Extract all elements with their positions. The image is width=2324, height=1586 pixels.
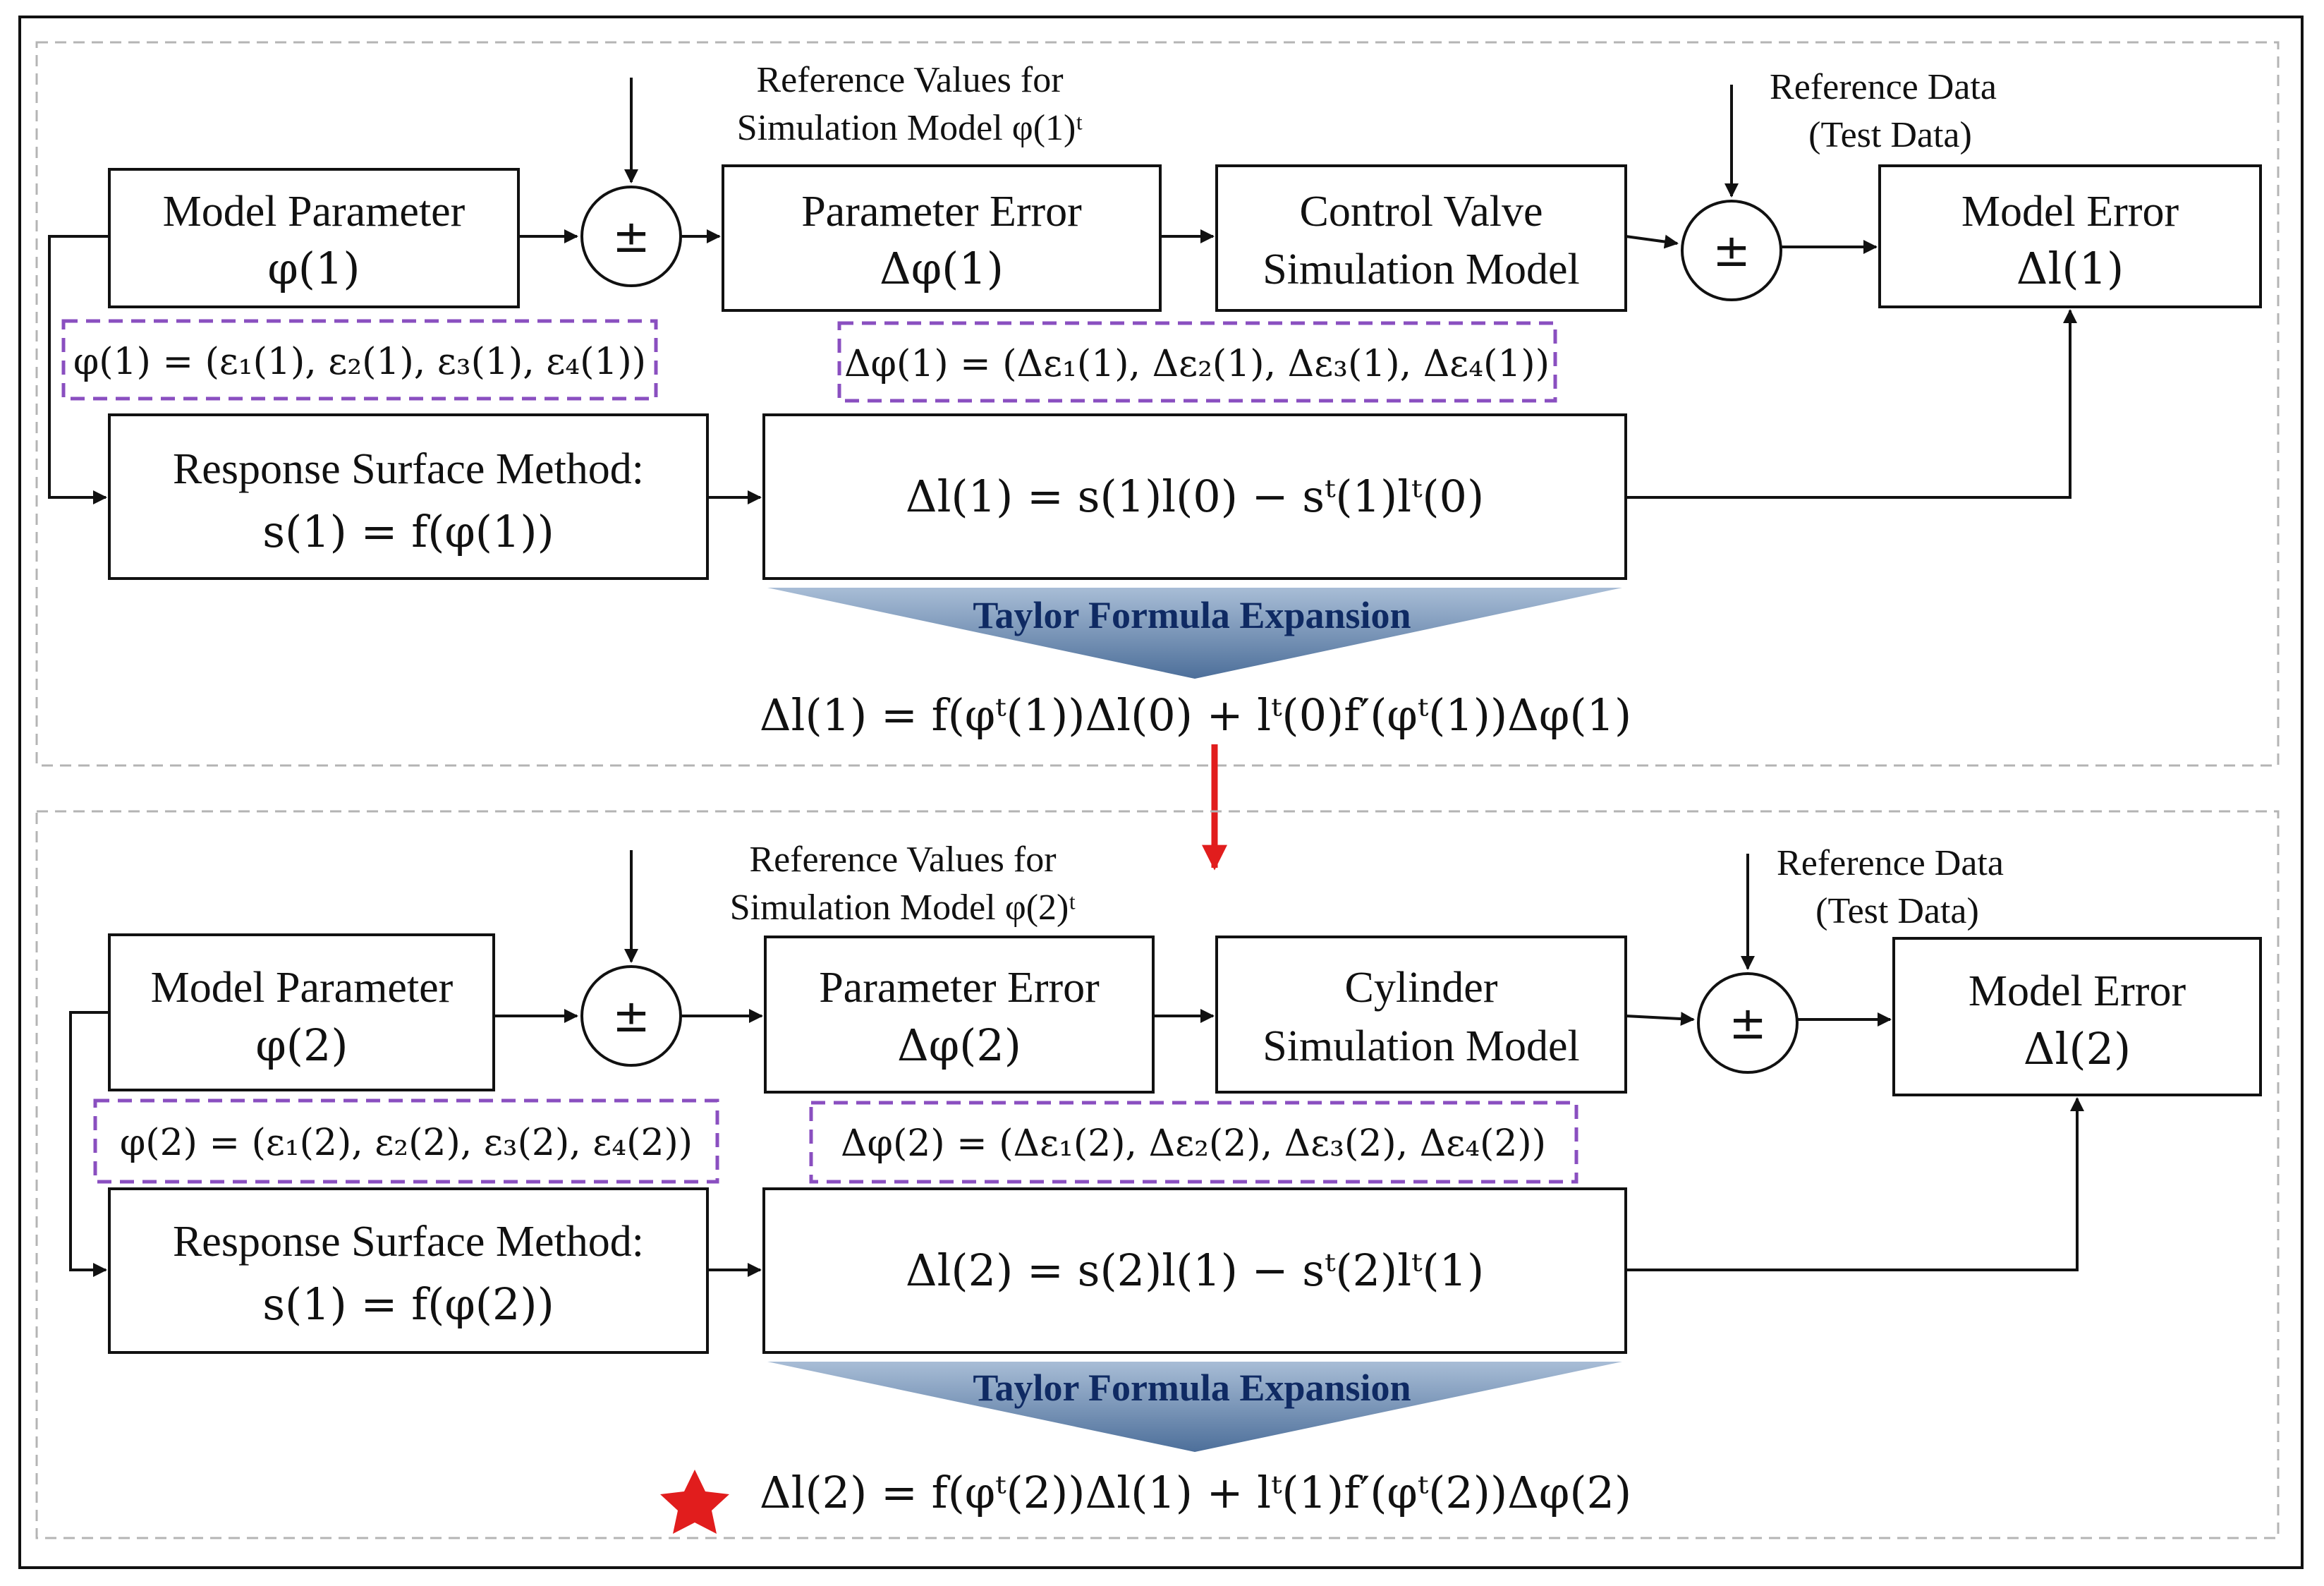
arrow-delta-l-to-model-error [1626, 309, 2077, 499]
stage-1-model-error-box [1878, 164, 2262, 308]
stage-2-simulation-model-label-line2: Simulation Model [1263, 1022, 1580, 1070]
stage-1-connectors [48, 78, 2077, 504]
stage-2-plus-minus-1: ± [612, 991, 650, 1043]
stage-2-parameter-definition-box [93, 1098, 719, 1184]
stage-2-model-parameter-symbol: φ(2) [255, 1019, 348, 1071]
stage-2-delta-l-equation: Δl(2) = s(2)l(1) − sᵗ(2)lᵗ(1) [906, 1245, 1484, 1296]
stage-2-ref-data-label-line1: Reference Data [1777, 843, 2004, 883]
stage-2-taylor-result-equation: Δl(2) = f(φᵗ(2))Δl(1) + lᵗ(1)f′(φᵗ(2))Δφ… [760, 1467, 1631, 1518]
stage-2-model-error-label: Model Error [1969, 967, 2186, 1015]
stage-1-ref-data-label-line2: (Test Data) [1808, 115, 1972, 155]
stage-2-ref-values-label-line1: Reference Values for [749, 840, 1056, 880]
stage-1-parameter-definition-box [61, 319, 658, 401]
stage-1-taylor-expansion-funnel [767, 588, 1622, 679]
arrow-delta-l-to-model-error [1626, 1097, 2084, 1271]
stage-1-response-surface-equation: s(1) = f(φ(1)) [262, 506, 554, 557]
stage-2-response-surface-label: Response Surface Method: [173, 1218, 644, 1266]
stage-1-delta-parameter-definition-box [837, 321, 1557, 403]
stage-2-plus-minus-2: ± [1729, 998, 1767, 1050]
arrow-param-to-rsm [48, 235, 109, 504]
stage-2-taylor-expansion-label: Taylor Formula Expansion [973, 1367, 1411, 1409]
stage-1-parameter-definition: φ(1) = (ε₁(1), ε₂(1), ε₃(1), ε₄(1)) [73, 341, 646, 383]
stage-2-delta-parameter-definition-box [809, 1101, 1578, 1184]
stage-2-response-surface-box [108, 1187, 709, 1354]
stage-1-ref-values-label-line2: Simulation Model φ(1)ᵗ [737, 108, 1083, 148]
stage-1-taylor-expansion-label: Taylor Formula Expansion [973, 594, 1411, 636]
stage-2-parameter-error-label: Parameter Error [819, 964, 1100, 1012]
stage-2-parameter-definition: φ(2) = (ε₁(2), ε₂(2), ε₃(2), ε₄(2)) [120, 1122, 693, 1164]
stage-2-ref-values-label-line2: Simulation Model φ(2)ᵗ [730, 888, 1076, 928]
stage-1-plus-minus-2: ± [1712, 225, 1751, 277]
stage-1-model-error-label: Model Error [1961, 188, 2179, 236]
stage-2-panel: Reference Values for Simulation Model φ(… [35, 810, 2280, 1539]
stage-2-parameter-error-symbol: Δφ(2) [897, 1019, 1021, 1071]
stage-1-model-parameter-label: Model Parameter [163, 188, 466, 236]
stage-1-delta-l-box [762, 413, 1627, 580]
stage-2-model-parameter-box [108, 933, 495, 1091]
star-icon [660, 1470, 729, 1534]
stage-2-taylor-expansion-funnel [767, 1362, 1622, 1452]
stage-1-response-surface-box [108, 413, 709, 580]
stage-1-model-parameter-symbol: φ(1) [267, 243, 360, 294]
stage-1-parameter-error-box [722, 164, 1162, 312]
stage-1-model-error-symbol: Δl(1) [2016, 243, 2124, 294]
stage-1-simulation-model-label-line2: Simulation Model [1263, 246, 1580, 293]
stage-2-model-error-box [1892, 937, 2262, 1096]
stage-2-simulation-model-box [1215, 936, 1627, 1094]
stage-1-ref-data-label-line1: Reference Data [1770, 67, 1997, 107]
arrow-param-to-rsm [69, 1011, 109, 1277]
stage-1-taylor-result-equation: Δl(1) = f(φᵗ(1))Δl(0) + lᵗ(0)f′(φᵗ(1))Δφ… [760, 689, 1631, 741]
stage-1-delta-parameter-definition: Δφ(1) = (Δε₁(1), Δε₂(1), Δε₃(1), Δε₄(1)) [844, 343, 1550, 385]
stage-1-parameter-error-symbol: Δφ(1) [880, 243, 1004, 294]
stage-2-model-parameter-label: Model Parameter [151, 964, 454, 1012]
stage-1-plus-minus-1: ± [612, 211, 650, 263]
stage-2-delta-parameter-definition: Δφ(2) = (Δε₁(2), Δε₂(2), Δε₃(2), Δε₄(2)) [841, 1122, 1546, 1165]
stage-1-dashed-border [35, 41, 2280, 767]
stage-1-model-parameter-box [108, 168, 520, 308]
stage-2-connectors [69, 850, 2084, 1277]
stage-1-simulation-model-box [1215, 164, 1627, 312]
stage-1-response-surface-label: Response Surface Method: [173, 445, 644, 493]
arrow-sim-to-sum [1625, 1012, 1695, 1027]
stage-2-ref-data-label-line2: (Test Data) [1815, 891, 1979, 931]
stage-2-model-error-symbol: Δl(2) [2024, 1023, 2131, 1075]
stage-1-summing-junction-2 [1681, 200, 1782, 301]
stage-2-dashed-border [35, 810, 2280, 1539]
outer-frame [18, 16, 2304, 1569]
stage-2-simulation-model-label-line1: Cylinder [1345, 964, 1498, 1012]
stage-1-simulation-model-label-line1: Control Valve [1300, 188, 1543, 236]
stage-2-summing-junction-2 [1697, 972, 1799, 1074]
stage-1-panel: Reference Values for Simulation Model φ(… [35, 41, 2280, 767]
stage-1-ref-values-label-line1: Reference Values for [756, 60, 1063, 100]
stage-1-delta-l-equation: Δl(1) = s(1)l(0) − sᵗ(1)lᵗ(0) [906, 471, 1484, 522]
arrow-sim-to-sum [1625, 234, 1679, 249]
stage-2-response-surface-equation: s(1) = f(φ(2)) [262, 1278, 554, 1330]
stage-1-parameter-error-label: Parameter Error [801, 188, 1082, 236]
stage-2-parameter-error-box [764, 936, 1155, 1094]
stage-2-delta-l-box [762, 1187, 1627, 1354]
